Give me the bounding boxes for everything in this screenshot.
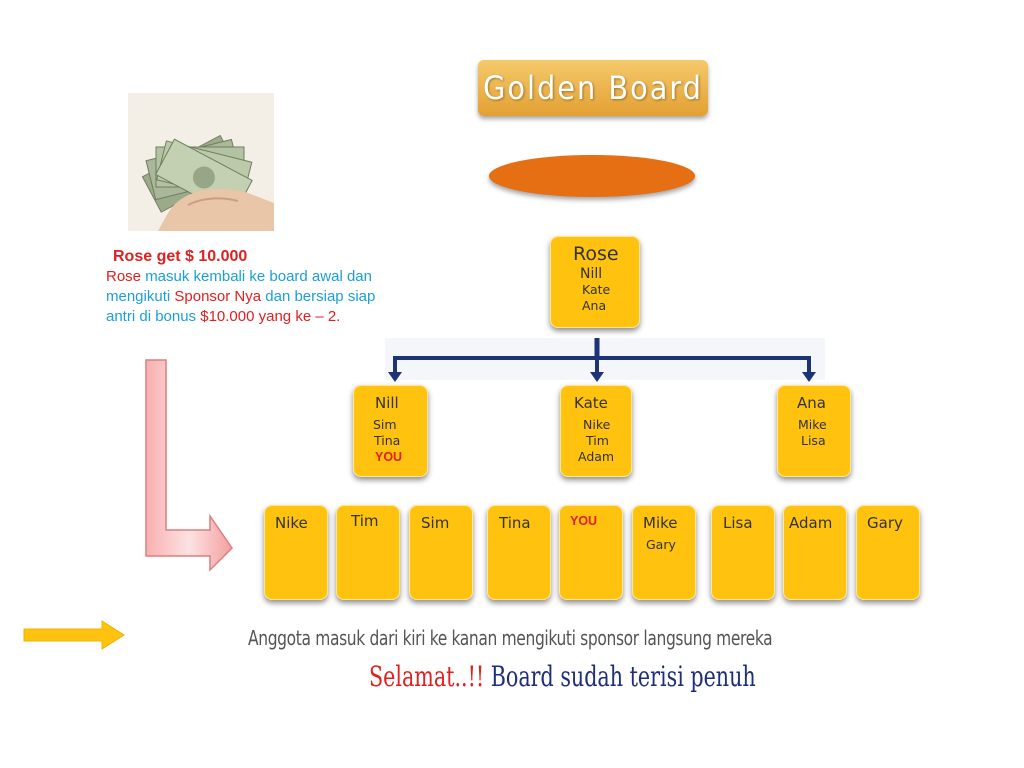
node-sim: Sim: [409, 505, 473, 600]
right-arrow-icon: [23, 620, 125, 650]
node-ana: Ana Mike Lisa: [777, 385, 851, 477]
node-lisa-name: Lisa: [723, 514, 753, 532]
node-you: YOU: [559, 505, 623, 600]
money-photo: [128, 93, 274, 231]
congrats-selamat: Selamat..!!: [369, 660, 485, 693]
info-text-2: dan bersiap siap antri di bonus: [106, 288, 376, 325]
node-kate-member-3: Adam: [578, 449, 615, 464]
node-rose: Rose Nill Kate Ana: [550, 236, 640, 328]
info-text-bonus: $10.000 yang ke – 2.: [200, 308, 341, 325]
node-ana-member-1: Mike: [798, 417, 827, 432]
node-kate-member-1: Nike: [583, 417, 611, 432]
info-text-1: masuk kembali ke board awal dan mengikut…: [106, 268, 372, 305]
l-shaped-arrow-icon: [145, 359, 233, 572]
node-rose-member-1: Nill: [580, 266, 603, 282]
info-text-rose: Rose: [106, 268, 146, 285]
info-description: Rose masuk kembali ke board awal dan men…: [106, 267, 376, 327]
node-rose-member-2: Kate: [582, 282, 611, 297]
orange-oval-shape: [489, 155, 695, 197]
node-mike-sub: Gary: [646, 537, 676, 552]
node-nike: Nike: [264, 505, 328, 600]
node-kate-name: Kate: [574, 394, 608, 412]
node-tim: Tim: [336, 505, 400, 600]
caption-text: Anggota masuk dari kiri ke kanan mengiku…: [248, 626, 773, 650]
node-nill-member-1: Sim: [373, 417, 397, 432]
tree-connector-arrows: [385, 338, 825, 382]
node-nike-name: Nike: [275, 514, 308, 532]
golden-board-title-box: Golden Board: [478, 60, 708, 116]
node-rose-name: Rose: [573, 243, 619, 265]
node-mike-name: Mike: [643, 514, 678, 532]
node-tim-name: Tim: [351, 512, 379, 530]
node-ana-name: Ana: [797, 394, 826, 412]
congrats-board-full: Board sudah terisi penuh: [484, 660, 756, 693]
node-gary-name: Gary: [867, 514, 903, 532]
info-text-block: Rose get $ 10.000 Rose masuk kembali ke …: [106, 247, 376, 327]
node-nill-name: Nill: [375, 394, 399, 412]
node-kate-member-2: Tim: [586, 433, 609, 448]
node-tina-name: Tina: [499, 514, 531, 532]
node-ana-member-2: Lisa: [801, 433, 826, 448]
node-lisa: Lisa: [711, 505, 775, 600]
node-nill-you-label: YOU: [375, 450, 403, 464]
node-mike: Mike Gary: [632, 505, 696, 600]
page-title: Golden Board: [483, 69, 703, 107]
node-rose-member-3: Ana: [582, 298, 607, 313]
node-adam: Adam: [783, 505, 847, 600]
node-gary: Gary: [856, 505, 920, 600]
node-tina: Tina: [487, 505, 551, 600]
node-nill: Nill Sim Tina YOU: [353, 385, 428, 477]
node-sim-name: Sim: [421, 514, 450, 532]
node-nill-member-2: Tina: [374, 433, 401, 448]
node-adam-name: Adam: [789, 514, 833, 532]
info-headline: Rose get $ 10.000: [113, 248, 248, 265]
info-text-sponsor: Sponsor Nya: [174, 288, 262, 305]
node-you-label: YOU: [570, 514, 598, 528]
node-kate: Kate Nike Tim Adam: [560, 385, 632, 477]
congrats-line: Selamat..!! Board sudah terisi penuh: [369, 660, 756, 693]
